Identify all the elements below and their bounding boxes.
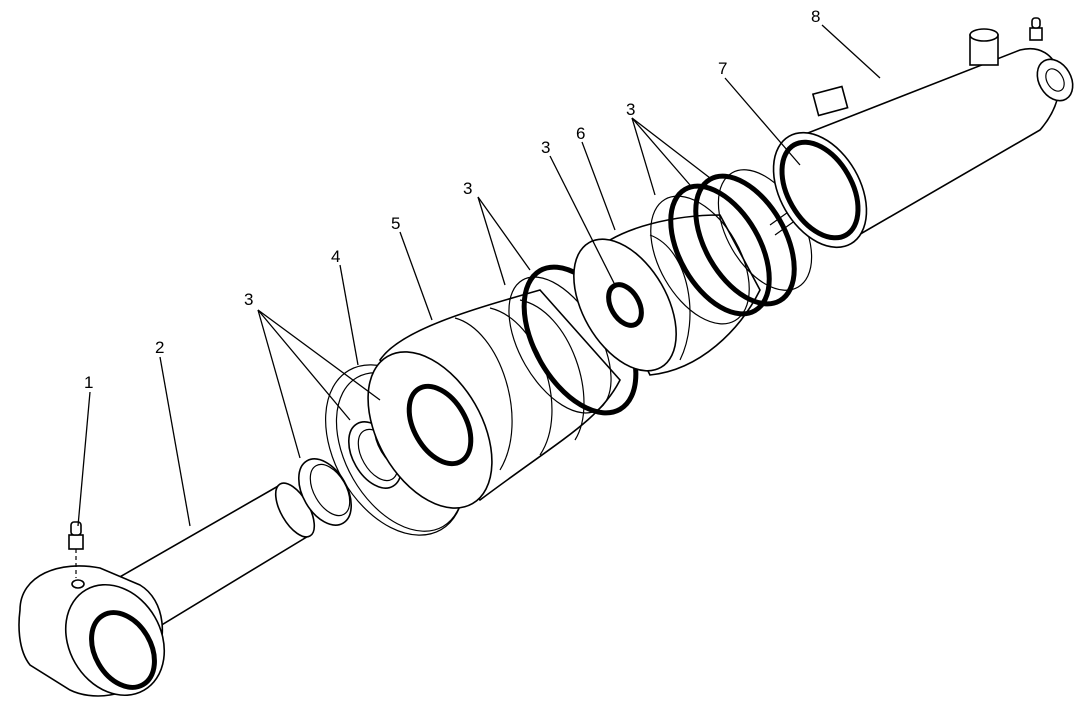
callout-4: 4 — [331, 247, 340, 266]
callout-labels: 1 2 3 4 5 3 3 6 3 7 8 — [84, 7, 820, 392]
callout-3d: 3 — [626, 100, 635, 119]
callout-7: 7 — [718, 59, 727, 78]
callout-3b: 3 — [463, 179, 472, 198]
callout-2: 2 — [155, 338, 164, 357]
leader-lines — [77, 24, 881, 527]
cylinder-barrel — [772, 17, 1074, 249]
piston-rod — [18, 482, 316, 697]
callout-5: 5 — [391, 214, 400, 233]
callout-3c: 3 — [541, 138, 550, 157]
gland-head — [367, 289, 621, 509]
callout-6: 6 — [576, 124, 585, 143]
grease-fitting — [68, 521, 84, 578]
callout-3a: 3 — [244, 290, 253, 309]
piston-seal-rings — [650, 169, 813, 325]
callout-1: 1 — [84, 373, 93, 392]
callout-8: 8 — [811, 7, 820, 26]
